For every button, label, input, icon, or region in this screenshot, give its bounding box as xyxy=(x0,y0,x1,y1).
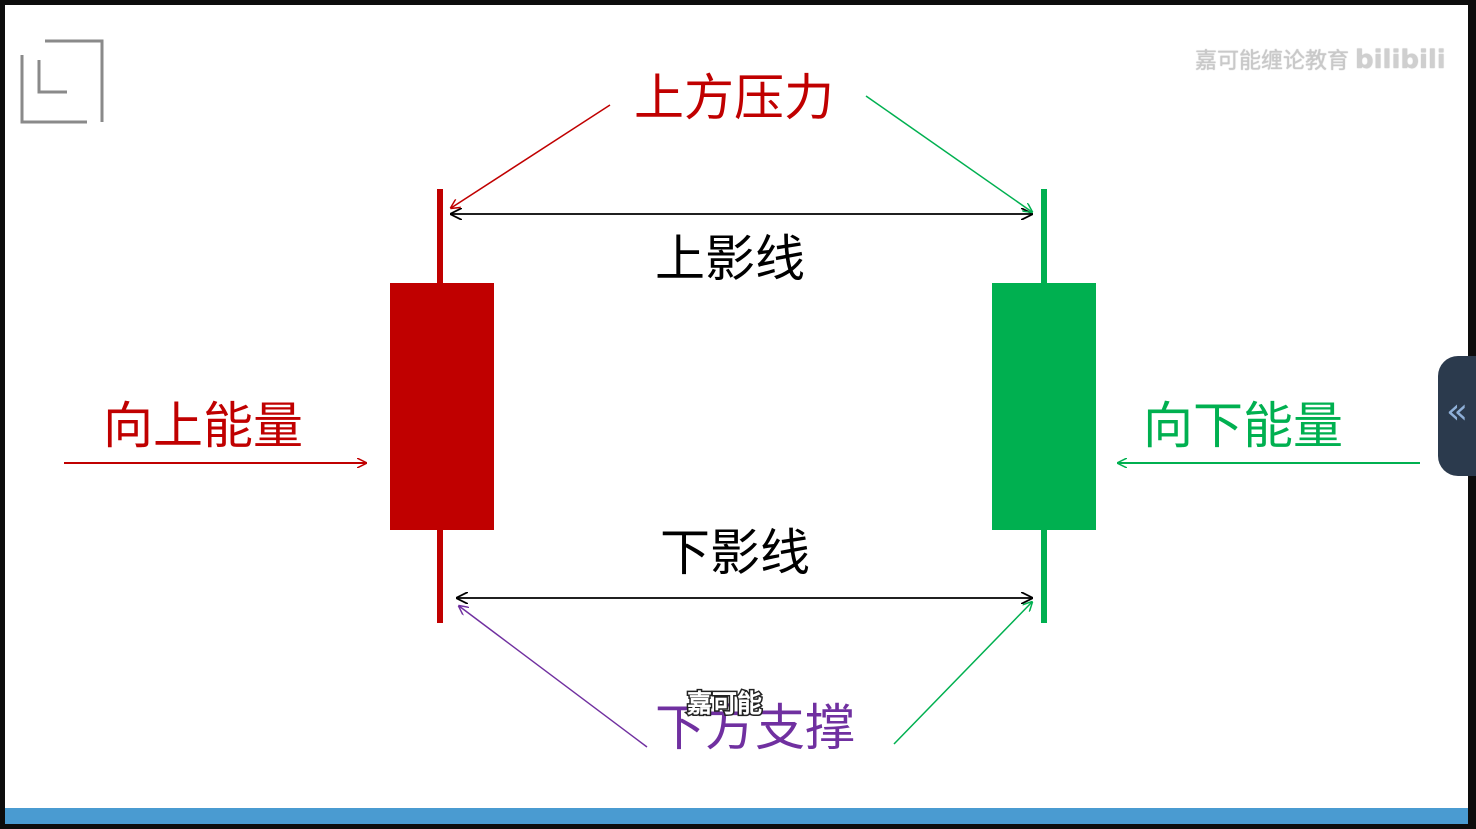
lower-support-label: 下方支撑 xyxy=(655,699,855,757)
diagram-canvas: 上方压力 上影线 下影线 下方支撑 向上能量 向下能量 嘉可能 xyxy=(20,39,1420,757)
progress-bar[interactable] xyxy=(5,808,1468,824)
lower-support-arrow-purple xyxy=(459,606,648,748)
red-candle-body xyxy=(390,283,494,530)
downward-energy-label: 向下能量 xyxy=(1143,397,1343,455)
side-panel-toggle[interactable]: « xyxy=(1438,356,1476,476)
upper-pressure-arrow-red xyxy=(451,104,611,208)
bracket-logo-icon xyxy=(20,39,104,124)
red-candlestick xyxy=(390,189,494,623)
video-subtitle: 嘉可能 xyxy=(687,689,762,718)
green-candlestick xyxy=(992,189,1096,623)
upward-energy-label: 向上能量 xyxy=(103,397,303,455)
lower-shadow-label: 下影线 xyxy=(660,524,810,582)
lower-support-arrow-green xyxy=(893,602,1032,745)
upper-pressure-arrow-green xyxy=(865,95,1032,212)
upper-pressure-label: 上方压力 xyxy=(634,69,834,127)
double-chevron-left-icon: « xyxy=(1446,391,1469,432)
green-candle-body xyxy=(992,283,1096,530)
watermark-text: 嘉可能缠论教育 xyxy=(1195,49,1350,74)
upper-shadow-label: 上影线 xyxy=(655,230,805,288)
bilibili-logo: bilibili xyxy=(1355,45,1446,75)
